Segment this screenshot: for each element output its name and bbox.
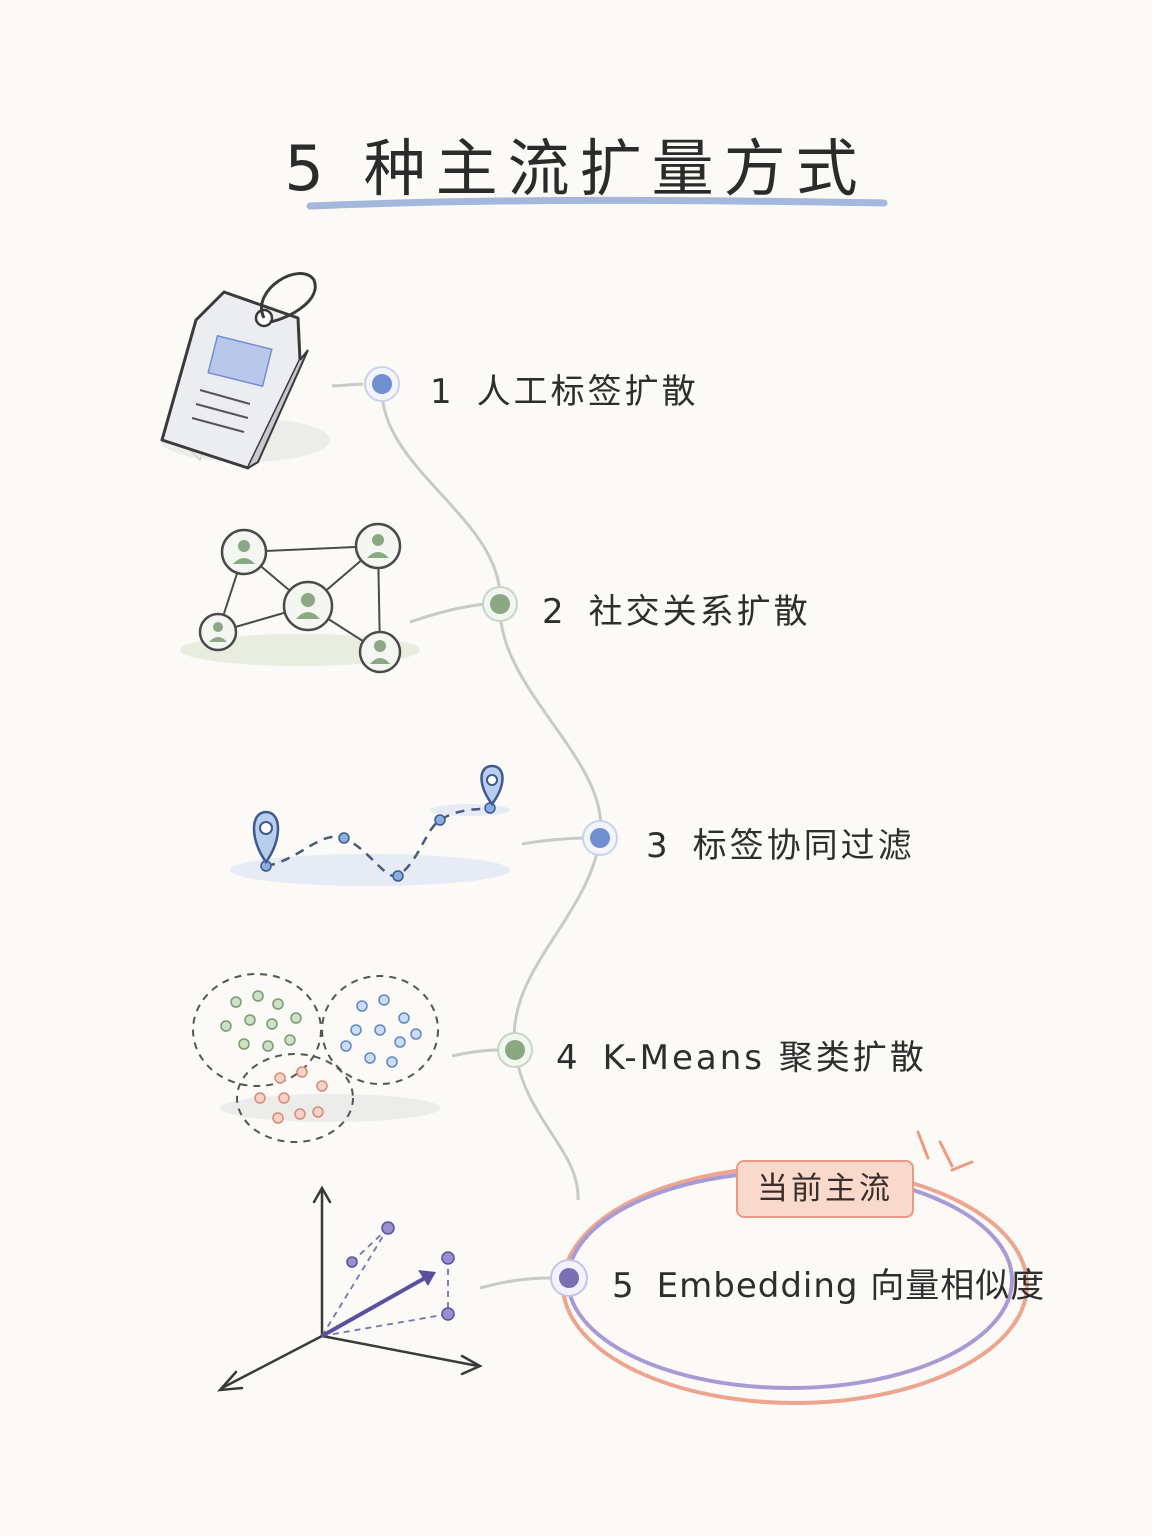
connectors [331, 382, 584, 1290]
step-5: 5 Embedding 向量相似度 [612, 1258, 1045, 1307]
step-label: 标签协同过滤 [692, 826, 915, 866]
timeline-node-4 [497, 1032, 533, 1068]
tag-icon [160, 272, 330, 470]
step-3: 3 标签协同过滤 [646, 818, 915, 867]
step-number: 2 [542, 592, 567, 632]
timeline-node-1 [364, 366, 400, 402]
step-2: 2 社交关系扩散 [542, 584, 811, 633]
step-label: K-Means 聚类扩散 [602, 1038, 927, 1078]
step-label: 社交关系扩散 [588, 592, 811, 632]
step-label: Embedding 向量相似度 [656, 1266, 1046, 1306]
timeline-node-3 [582, 820, 618, 856]
step-label: 人工标签扩散 [476, 372, 699, 412]
clusters-icon [192, 973, 440, 1143]
step-4: 4 K-Means 聚类扩散 [556, 1030, 927, 1079]
social-network-icon [180, 522, 420, 674]
step-number: 1 [430, 372, 455, 412]
timeline-line [380, 387, 603, 1201]
step-number: 5 [612, 1266, 635, 1306]
spark-marks [916, 1130, 974, 1172]
title-underline [306, 196, 888, 210]
step-number: 4 [556, 1038, 581, 1078]
step-1: 1 人工标签扩散 [430, 364, 699, 413]
highlight-badge: 当前主流 [736, 1160, 914, 1218]
route-map-icon [230, 764, 510, 886]
timeline-node-5 [550, 1259, 588, 1297]
vector-axes-icon [216, 1185, 483, 1392]
step-number: 3 [646, 826, 671, 866]
timeline-node-2 [482, 586, 518, 622]
page-title: 5 种主流扩量方式 [284, 132, 868, 205]
